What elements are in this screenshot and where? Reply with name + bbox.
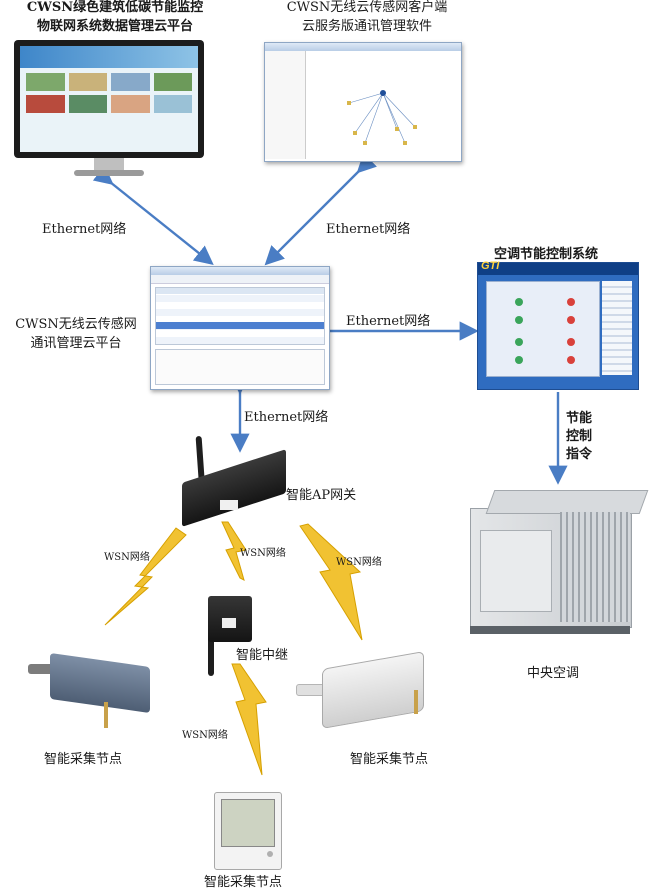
ac-unit-door	[480, 530, 552, 612]
node-bottom-button	[267, 851, 273, 857]
cloud-titlebar	[151, 267, 329, 275]
thumb-2	[68, 73, 107, 91]
ac-indicator-8	[567, 356, 575, 364]
thumb-8	[153, 95, 192, 113]
ac-panel-header: GTI	[478, 260, 638, 275]
client-title-line1: CWSN无线云传感网客户端	[286, 0, 448, 15]
client-titlebar	[265, 43, 461, 51]
thumb-7	[111, 95, 150, 113]
wsn-label-left: WSN网络	[104, 552, 150, 563]
ac-unit-fins	[560, 512, 630, 622]
ac-unit-top	[485, 490, 649, 514]
ac-indicator-4	[567, 316, 575, 324]
node-right-label: 智能采集节点	[350, 752, 429, 767]
ac-indicator-6	[567, 338, 575, 346]
node-left-label: 智能采集节点	[44, 752, 123, 767]
wsn-label-center: WSN网络	[240, 548, 286, 559]
node-left-device	[28, 652, 154, 734]
ac-indicator-7	[515, 356, 523, 364]
ac-command-line2: 控制	[566, 429, 593, 444]
web-banner	[20, 46, 198, 68]
ac-command-label: 节能 控制 指令	[566, 410, 592, 464]
green-platform-title-line2: 物联网系统数据管理云平台	[36, 19, 193, 34]
ac-indicator-3	[515, 316, 523, 324]
ac-indicator-1	[515, 298, 523, 306]
ac-logo: GTI	[481, 260, 500, 272]
thumb-4	[153, 73, 192, 91]
node-bottom-label: 智能采集节点	[204, 875, 283, 890]
node-left-antenna	[104, 702, 108, 728]
relay-device	[200, 588, 260, 678]
client-title: CWSN无线云传感网客户端 云服务版通讯管理软件	[262, 0, 472, 36]
relay-label: 智能中继	[236, 648, 289, 663]
thumb-1	[26, 73, 65, 91]
web-thumbnails	[20, 68, 198, 118]
ethernet-label-down: Ethernet网络	[244, 410, 329, 425]
ac-panel-sidebar	[602, 281, 632, 375]
monitor-base	[74, 170, 144, 176]
ac-control-panel: GTI	[477, 260, 639, 390]
ac-command-line1: 节能	[566, 411, 593, 426]
thumb-6	[68, 95, 107, 113]
arrow-monitor-cloud	[92, 165, 214, 265]
cloud-platform-label-line1: CWSN无线云传感网	[15, 317, 137, 332]
cloud-platform-label: CWSN无线云传感网 通讯管理云平台	[2, 315, 150, 353]
ac-panel-main	[486, 281, 600, 377]
ac-unit-base	[470, 626, 630, 634]
client-tree-pane	[265, 51, 306, 159]
node-right-device	[296, 650, 436, 740]
lightning-center	[221, 521, 247, 581]
node-bottom-screen	[221, 799, 275, 847]
node-right-body	[322, 651, 424, 729]
cloud-platform-window	[150, 266, 330, 390]
client-topology	[347, 90, 417, 145]
lightning-left	[104, 527, 187, 626]
cloud-toolbar	[151, 275, 329, 284]
central-ac-label: 中央空调	[527, 666, 580, 681]
cloud-table-header	[156, 288, 324, 294]
arrow-client-cloud	[264, 153, 377, 266]
node-right-antenna	[414, 690, 418, 714]
green-platform-title: CWSN绿色建筑低碳节能监控 物联网系统数据管理云平台	[10, 0, 220, 36]
node-left-probe	[28, 664, 58, 674]
monitor	[14, 40, 204, 190]
gateway-sticker	[220, 500, 238, 510]
ethernet-label-left: Ethernet网络	[42, 222, 127, 237]
monitor-screen	[14, 40, 204, 158]
ac-indicator-2	[567, 298, 575, 306]
cloud-table-selected-row	[156, 322, 324, 329]
green-platform-title-line1: CWSN绿色建筑低碳节能监控	[26, 0, 204, 15]
ap-gateway-device	[180, 435, 290, 527]
node-bottom-device	[214, 792, 282, 870]
thumb-3	[111, 73, 150, 91]
ap-gateway-label: 智能AP网关	[286, 488, 357, 503]
node-left-body	[50, 652, 150, 714]
wsn-label-bottom: WSN网络	[182, 730, 228, 741]
relay-antenna	[208, 636, 214, 676]
wsn-label-right: WSN网络	[336, 557, 382, 568]
cloud-log-area	[155, 349, 325, 385]
central-ac-unit	[470, 490, 649, 640]
ac-command-line3: 指令	[566, 447, 593, 462]
monitor-stand	[94, 158, 124, 172]
client-software-window	[264, 42, 462, 162]
lightning-right	[299, 523, 363, 641]
ethernet-label-right-top: Ethernet网络	[326, 222, 411, 237]
relay-sticker	[222, 618, 236, 628]
monitor-web-page	[20, 46, 198, 152]
cloud-table	[155, 287, 325, 345]
ac-indicator-5	[515, 338, 523, 346]
ethernet-label-mid: Ethernet网络	[346, 314, 431, 329]
thumb-5	[26, 95, 65, 113]
cloud-platform-label-line2: 通讯管理云平台	[30, 336, 122, 351]
lightning-bottom	[231, 663, 267, 776]
ac-system-title: 空调节能控制系统	[494, 247, 599, 262]
client-title-line2: 云服务版通讯管理软件	[301, 19, 432, 34]
